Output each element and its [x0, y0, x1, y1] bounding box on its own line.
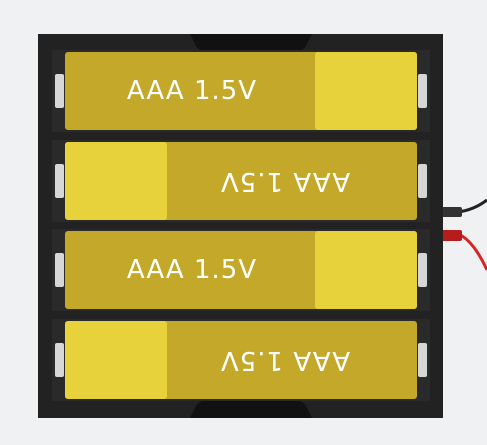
- black-wire-sleeve: [440, 207, 462, 217]
- battery-label: AAA 1.5V: [220, 345, 350, 375]
- battery-cells: AAA 1.5V AAA 1.5V AAA 1.5V AAA 1.5V: [52, 50, 430, 401]
- left-terminal: [55, 253, 64, 287]
- left-terminal: [55, 164, 64, 198]
- battery-cap: [315, 52, 417, 130]
- battery-cell[interactable]: AAA 1.5V: [52, 229, 430, 311]
- right-terminal: [418, 164, 427, 198]
- left-terminal: [55, 74, 64, 108]
- red-wire[interactable]: [446, 234, 487, 271]
- battery-cell[interactable]: AAA 1.5V: [52, 140, 430, 222]
- battery-cap: [315, 231, 417, 309]
- battery-label: AAA 1.5V: [220, 166, 350, 196]
- red-wire-sleeve: [440, 230, 462, 241]
- battery-cell[interactable]: AAA 1.5V: [52, 50, 430, 132]
- left-terminal: [55, 343, 64, 377]
- battery-label: AAA 1.5V: [127, 76, 257, 106]
- battery-cell[interactable]: AAA 1.5V: [52, 319, 430, 401]
- battery-cap: [65, 142, 167, 220]
- right-terminal: [418, 343, 427, 377]
- battery-cap: [65, 321, 167, 399]
- bottom-notch: [190, 400, 312, 418]
- battery-label: AAA 1.5V: [127, 255, 257, 285]
- right-terminal: [418, 253, 427, 287]
- lead-wires: [440, 198, 487, 271]
- right-terminal: [418, 74, 427, 108]
- top-notch: [190, 34, 312, 52]
